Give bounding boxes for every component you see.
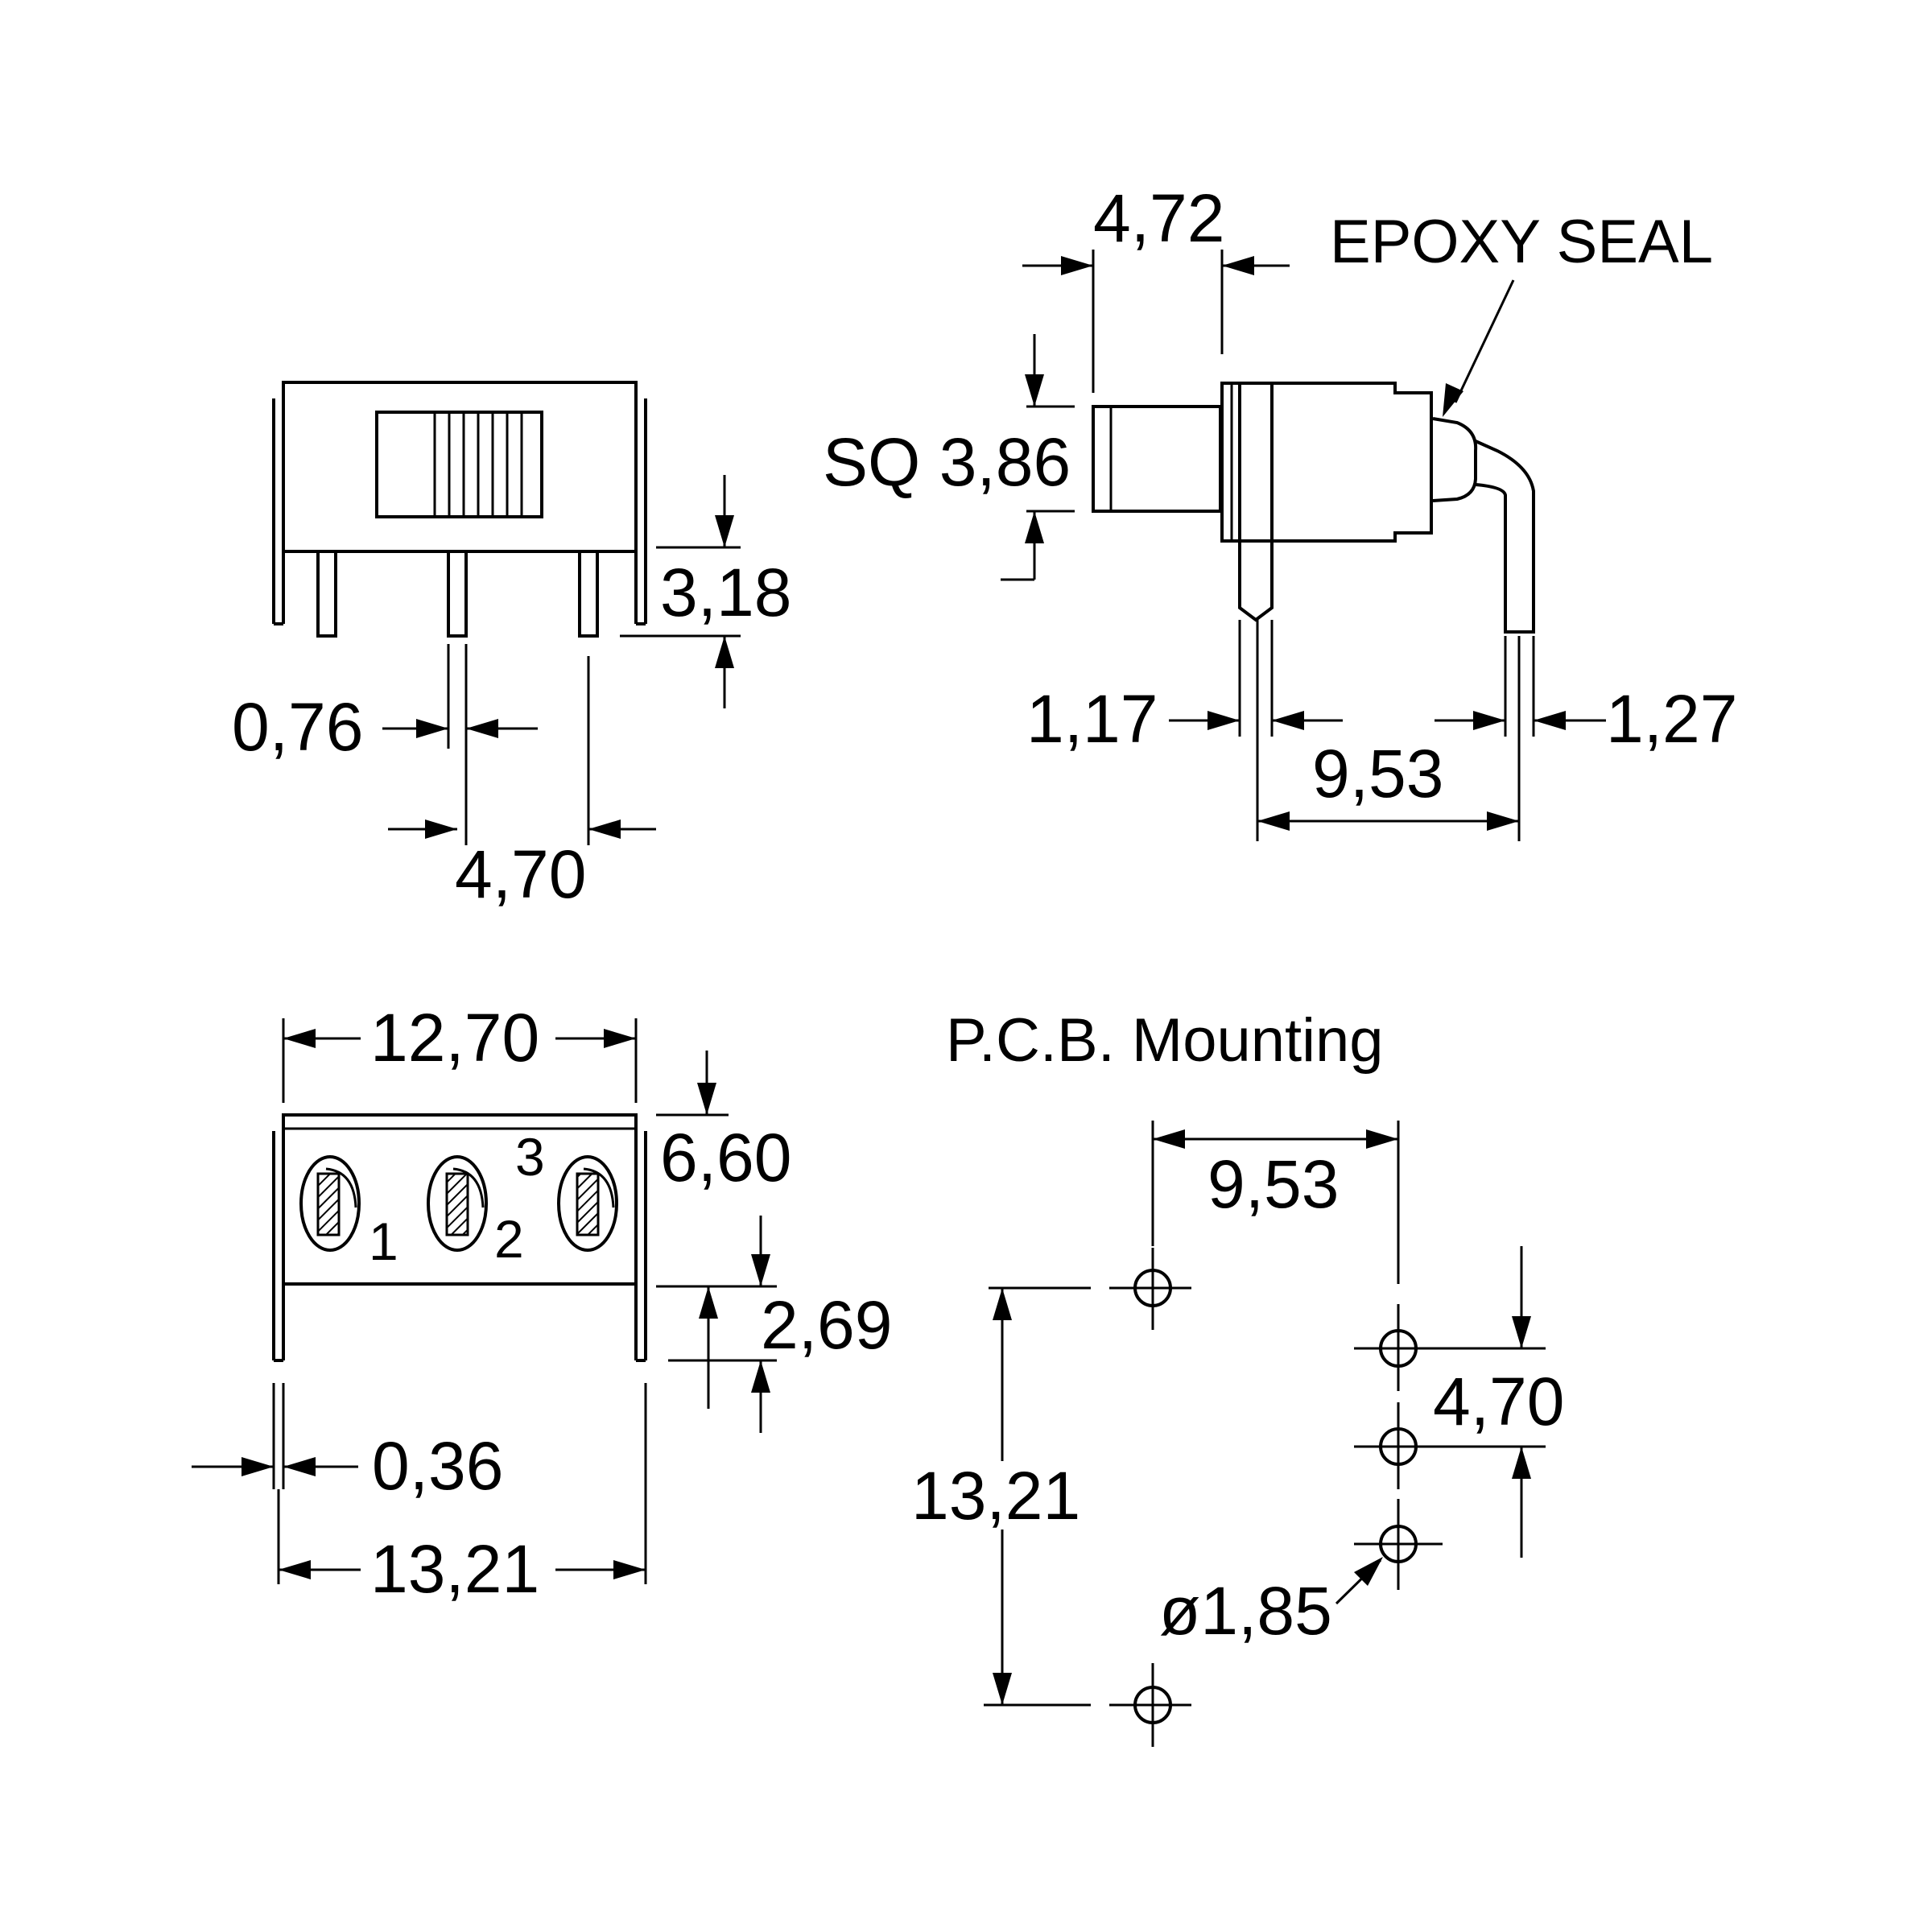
dim-lead-width: 0,76 xyxy=(232,644,538,845)
dim-bracket-height: 2,69 xyxy=(656,1216,893,1433)
dim-label-4-70: 4,70 xyxy=(455,836,587,912)
dim-lead-widths-side: 1,17 1,27 xyxy=(1026,620,1738,841)
dim-hole-diameter: ø1,85 xyxy=(1159,1557,1383,1649)
front-lead-2 xyxy=(447,550,468,638)
pcb-hole-b xyxy=(1109,1663,1191,1747)
dim-bracket-thickness: 0,36 xyxy=(192,1383,504,1504)
front-lead-1 xyxy=(316,550,337,638)
side-view: 4,72 SQ 3,86 EPOXY SEAL 1,17 xyxy=(823,180,1738,841)
epoxy-seal xyxy=(1432,417,1478,502)
pin-label-2: 2 xyxy=(494,1209,524,1269)
dim-pcb-vertical: 13,21 xyxy=(911,1286,1091,1707)
pcb-mounting-view: P.C.B. Mounting xyxy=(911,1006,1565,1747)
bottom-view: 1 2 3 12,70 6,60 2,69 xyxy=(192,1000,893,1607)
bottom-terminal-3 xyxy=(557,1155,618,1252)
dim-label-sq-3-86: SQ 3,86 xyxy=(823,424,1071,500)
pin-label-3: 3 xyxy=(515,1127,545,1187)
epoxy-seal-label: EPOXY SEAL xyxy=(1330,208,1713,276)
dim-label-2-69: 2,69 xyxy=(761,1287,893,1363)
dim-label-13-21-bottom: 13,21 xyxy=(370,1531,539,1607)
dim-label-1-27: 1,27 xyxy=(1606,681,1738,757)
dim-lead-spacing-side: 9,53 xyxy=(1257,736,1519,831)
pin-label-1: 1 xyxy=(369,1212,398,1271)
pcb-hole-a xyxy=(1109,1248,1191,1330)
dim-pcb-horizontal: 9,53 xyxy=(1151,1121,1400,1284)
bottom-terminal-1 xyxy=(299,1155,361,1252)
dim-label-9-53-side: 9,53 xyxy=(1312,736,1444,811)
dim-label-6-60: 6,60 xyxy=(660,1120,792,1195)
dim-body-width: 12,70 xyxy=(282,1000,638,1103)
dim-body-depth: 6,60 xyxy=(656,1051,792,1195)
dim-label-3-18: 3,18 xyxy=(660,555,792,630)
side-lead-front xyxy=(1238,385,1274,622)
bottom-terminal-2 xyxy=(427,1155,488,1252)
side-body xyxy=(1220,382,1433,543)
epoxy-seal-callout: EPOXY SEAL xyxy=(1330,208,1713,417)
dim-label-4-72: 4,72 xyxy=(1093,180,1225,256)
dim-label-9-53-pcb: 9,53 xyxy=(1208,1146,1340,1222)
side-lead-rear xyxy=(1475,440,1535,634)
front-body xyxy=(282,381,638,553)
dim-actuator-length: 4,72 xyxy=(1022,180,1290,393)
side-actuator xyxy=(1092,405,1222,513)
pcb-title: P.C.B. Mounting xyxy=(946,1006,1384,1075)
dim-label-0-36: 0,36 xyxy=(372,1428,504,1504)
dim-label-13-21-pcb: 13,21 xyxy=(911,1458,1080,1534)
dim-actuator-square: SQ 3,86 xyxy=(823,334,1075,581)
dim-label-hole-diameter: ø1,85 xyxy=(1159,1573,1332,1649)
dim-label-4-70-pcb: 4,70 xyxy=(1433,1364,1565,1439)
dim-lead-height: 3,18 xyxy=(620,475,792,708)
dim-pitch-front: 4,70 xyxy=(388,656,656,912)
front-lead-3 xyxy=(578,550,599,638)
dim-pcb-pitch: 4,70 xyxy=(1413,1246,1565,1558)
slide-actuator xyxy=(375,411,543,518)
front-view: 3,18 0,76 4,70 xyxy=(232,381,792,912)
pcb-hole-3 xyxy=(1354,1499,1443,1590)
dim-label-1-17: 1,17 xyxy=(1026,681,1158,757)
dim-label-0-76: 0,76 xyxy=(232,689,364,765)
dim-label-12-70: 12,70 xyxy=(370,1000,539,1075)
dim-overall-width: 13,21 xyxy=(277,1383,647,1607)
